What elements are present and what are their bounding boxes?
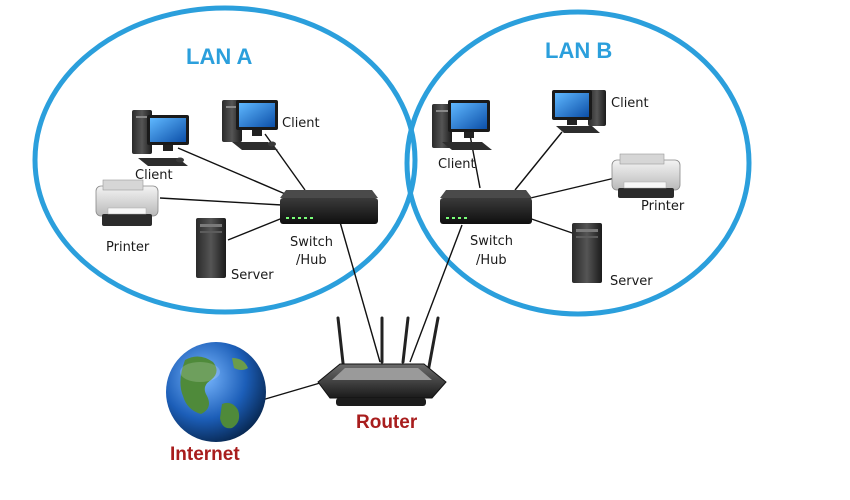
lan-b-title: LAN B — [545, 38, 613, 63]
lan-b-client-2-computer-icon — [552, 90, 606, 133]
lan-b-server-icon — [572, 223, 602, 283]
router-icon — [317, 316, 447, 406]
connection-lines — [159, 131, 616, 401]
internet-globe-icon — [166, 342, 266, 442]
lan-a-client-1-label: Client — [135, 168, 173, 183]
lan-b-switch-label-line2: /Hub — [476, 253, 507, 268]
lan-a-client-2-label: Client — [282, 116, 320, 131]
lan-a-printer-icon — [95, 179, 159, 226]
lan-a-printer-label: Printer — [106, 240, 150, 255]
lan-a-boundary — [32, 5, 418, 315]
lan-a-server-label: Server — [231, 268, 274, 283]
lan-a-client-2-computer-icon — [222, 100, 278, 150]
lan-b-server-label: Server — [610, 274, 653, 289]
lan-b-printer-icon — [611, 153, 681, 198]
lan-a-title: LAN A — [186, 44, 253, 69]
lan-b-client-2-label: Client — [611, 96, 649, 111]
lan-b-switch-label-line1: Switch — [470, 234, 513, 249]
lan-b-switch-hub-icon — [440, 190, 532, 224]
lan-b-client-1-label: Client — [438, 157, 476, 172]
lan-a-switch-label-line1: Switch — [290, 235, 333, 250]
lan-a-server-icon — [196, 218, 226, 278]
internet-label: Internet — [170, 444, 240, 465]
router-label: Router — [356, 412, 418, 433]
lan-a-switch-label-line2: /Hub — [296, 253, 327, 268]
lan-a-switch-hub-icon — [280, 190, 378, 224]
lan-b-printer-label: Printer — [641, 199, 685, 214]
lan-b-boundary — [404, 9, 752, 317]
lan-b-client-1-computer-icon — [432, 100, 492, 150]
lan-a-client-1-computer-icon — [132, 110, 189, 166]
